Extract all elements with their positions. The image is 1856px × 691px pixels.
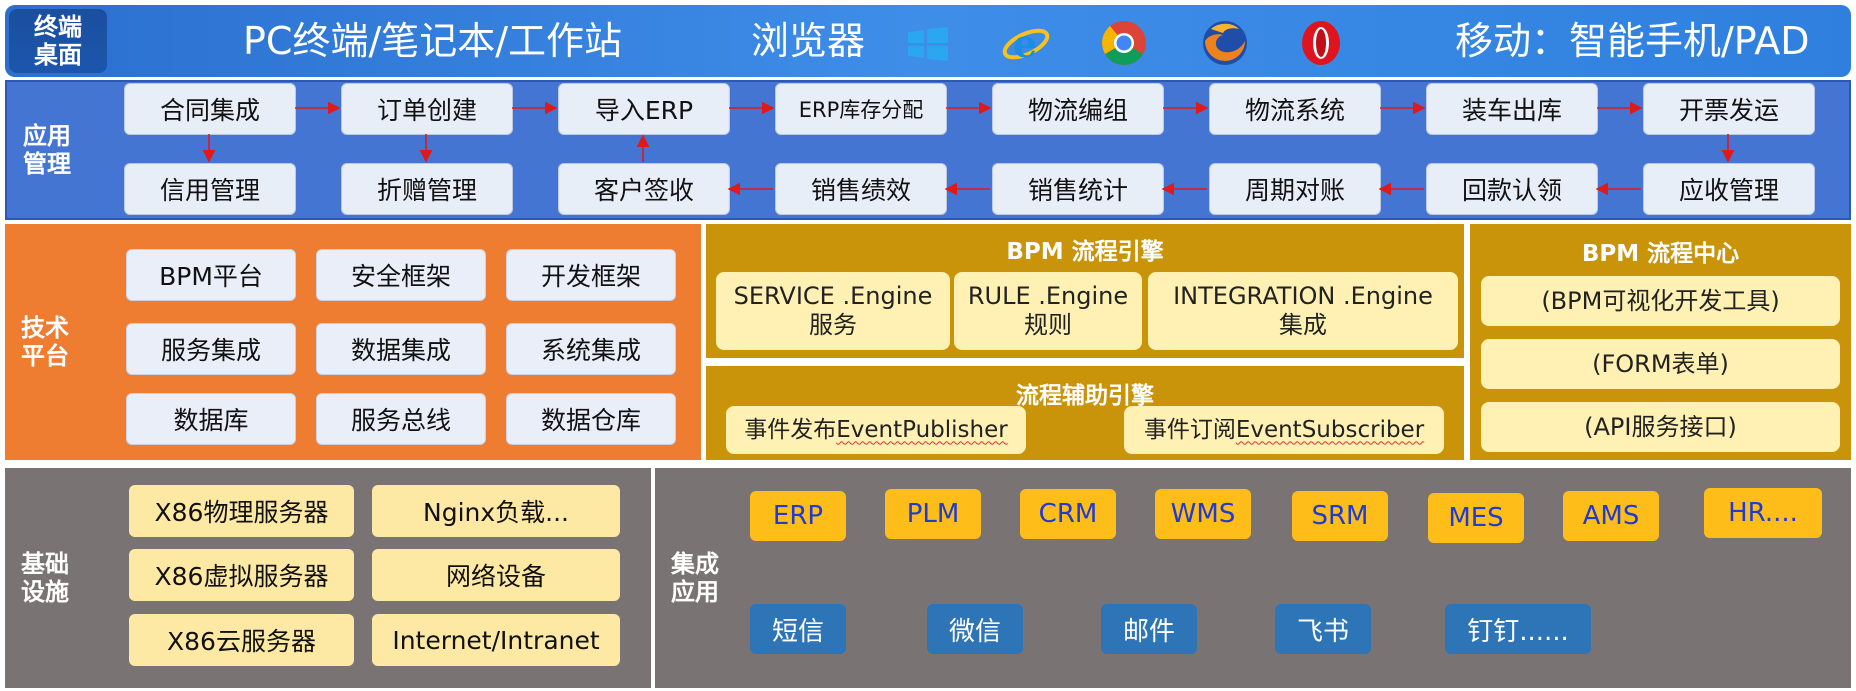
ie-icon: e [1002,21,1050,66]
internet-intranet-box: Internet/Intranet [372,614,620,666]
bpm-engine-panel: BPM 流程引擎 SERVICE .Engine 服务 RULE .Engine… [706,224,1464,358]
event-subscriber-prefix: 事件订阅 [1143,416,1236,443]
tech-platform-layer: 技术 平台 BPM平台 安全框架 开发框架 服务集成 数据集成 系统集成 数据库… [5,224,701,460]
event-subscriber-name: EventSubscriber [1235,416,1425,443]
event-publisher-prefix: 事件发布 [744,416,837,443]
browser-text: 浏览器 [751,19,866,63]
terminal-label-line-2: 桌面 [34,41,82,69]
terminal-layer-label: 终端 桌面 [9,9,107,73]
wms-system-box: WMS [1155,489,1251,539]
network-device-box: 网络设备 [372,549,620,601]
api-service-box: (API服务接口) [1481,402,1840,452]
feishu-box: 飞书 [1275,604,1371,654]
infra-label-line-1: 基础 [21,550,69,578]
flow-arrows [202,101,1735,196]
opera-icon [1302,21,1340,65]
periodic-reconciliation-box: 周期对账 [1209,163,1381,215]
bpm-engine-title: BPM 流程引擎 [1006,239,1164,265]
mes-system-box: MES [1428,493,1524,543]
logistics-system-box: 物流系统 [1209,83,1381,135]
erp-inventory-allocation-box: ERP库存分配 [775,83,947,135]
contract-integration-box: 合同集成 [124,83,296,135]
bpm-center-title: BPM 流程中心 [1581,241,1740,267]
ams-system-box: AMS [1563,491,1659,541]
srm-system-box: SRM [1292,491,1388,541]
order-creation-box: 订单创建 [341,83,513,135]
app-layer-label: 应用 管理 [7,82,87,218]
invoice-shipping-box: 开票发运 [1643,83,1815,135]
crm-system-box: CRM [1020,489,1116,539]
rule-engine-caption: 规则 [1024,311,1072,339]
credit-management-box: 信用管理 [124,163,296,215]
integ-layer-label: 集成 应用 [655,468,735,688]
sales-statistics-box: 销售统计 [992,163,1164,215]
customer-receipt-box: 客户签收 [558,163,730,215]
aux-engine-title: 流程辅助引擎 [1016,383,1154,409]
windows-icon [908,27,948,61]
integ-label-line-1: 集成 [671,550,719,578]
integration-engine-name: INTEGRATION .Engine [1173,282,1433,310]
sales-performance-box: 销售绩效 [775,163,947,215]
app-management-layer: 应用 管理 合同集成 订单创建 导入ERP ERP库存分配 物流编组 物流系统 … [5,80,1851,220]
rule-engine-box: RULE .Engine 规则 [954,272,1142,350]
logistics-grouping-box: 物流编组 [992,83,1164,135]
infra-layer-label: 基础 设施 [5,468,85,688]
integration-engine-caption: 集成 [1279,311,1327,339]
plm-system-box: PLM [885,489,981,539]
chrome-icon [1102,21,1146,65]
terminal-label-line-1: 终端 [34,13,82,41]
data-warehouse-box: 数据仓库 [506,393,676,445]
firefox-icon [1203,21,1247,65]
email-box: 邮件 [1101,604,1197,654]
system-integration-box: 系统集成 [506,323,676,375]
rule-engine-name: RULE .Engine [967,282,1129,310]
service-engine-caption: 服务 [809,311,857,339]
app-label-line-2: 管理 [23,150,71,178]
discount-gift-management-box: 折赠管理 [341,163,513,215]
tech-label-line-2: 平台 [21,342,69,370]
hr-system-box: HR.... [1704,488,1822,538]
sms-box: 短信 [750,604,846,654]
bpm-platform-box: BPM平台 [126,249,296,301]
receivables-management-box: 应收管理 [1643,163,1815,215]
service-bus-box: 服务总线 [316,393,486,445]
pc-terminal-text: PC终端/笔记本/工作站 [243,19,623,63]
payment-claim-box: 回款认领 [1426,163,1598,215]
service-engine-box: SERVICE .Engine 服务 [716,272,950,350]
wechat-box: 微信 [927,604,1023,654]
app-label-line-1: 应用 [23,122,71,150]
integration-layer: 集成 应用 ERP PLM CRM WMS SRM MES AMS HR....… [655,468,1851,688]
form-box: (FORM表单) [1481,339,1840,389]
svg-text:e: e [1013,21,1037,66]
x86-cloud-server-box: X86云服务器 [129,614,354,666]
tech-label-line-1: 技术 [21,314,69,342]
visual-dev-tool-box: (BPM可视化开发工具) [1481,276,1840,326]
bpm-center-panel: BPM 流程中心 (BPM可视化开发工具) (FORM表单) (API服务接口) [1470,224,1851,460]
service-engine-name: SERVICE .Engine [733,282,933,310]
nginx-load-box: Nginx负载... [372,485,620,537]
database-box: 数据库 [126,393,296,445]
infrastructure-layer: 基础 设施 X86物理服务器 Nginx负载... X86虚拟服务器 网络设备 … [5,468,651,688]
erp-system-box: ERP [750,491,846,541]
import-erp-box: 导入ERP [558,83,730,135]
infra-label-line-2: 设施 [21,578,69,606]
data-integration-box: 数据集成 [316,323,486,375]
service-integration-box: 服务集成 [126,323,296,375]
integration-engine-box: INTEGRATION .Engine 集成 [1148,272,1458,350]
dev-framework-box: 开发框架 [506,249,676,301]
integ-label-line-2: 应用 [671,578,719,606]
event-publisher-name: EventPublisher [836,416,1008,443]
dingtalk-box: 钉钉...... [1445,604,1591,654]
terminal-layer: 终端 桌面 PC终端/笔记本/工作站 浏览器 e 移动：智能手机/PAD [5,5,1851,77]
security-framework-box: 安全框架 [316,249,486,301]
tech-layer-label: 技术 平台 [5,224,85,460]
mobile-text: 移动：智能手机/PAD [1455,19,1810,63]
x86-virtual-server-box: X86虚拟服务器 [129,549,354,601]
loading-outbound-box: 装车出库 [1426,83,1598,135]
x86-physical-server-box: X86物理服务器 [129,485,354,537]
